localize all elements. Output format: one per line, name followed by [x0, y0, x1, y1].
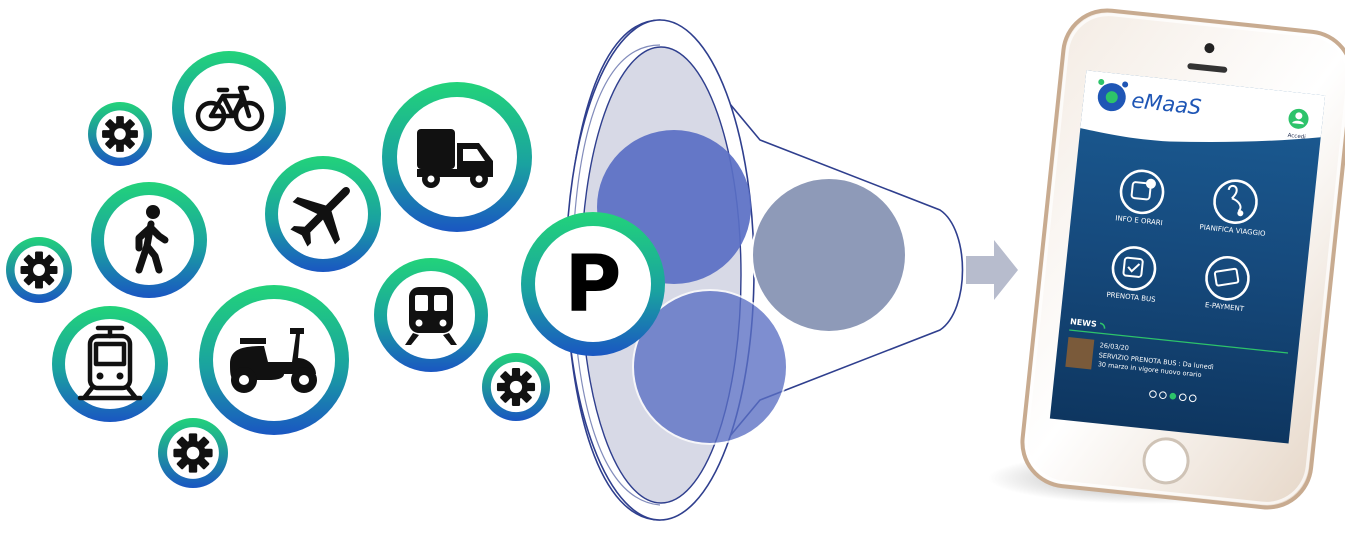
bus-clock-icon: [1130, 181, 1152, 201]
rss-icon: [1099, 322, 1106, 329]
account-button[interactable]: Accedi: [1286, 108, 1309, 141]
truck-icon: [382, 82, 532, 232]
gear-icon: [6, 237, 72, 303]
train-icon: [374, 258, 488, 372]
booking-bus-icon: [1122, 256, 1144, 278]
tram-icon: [52, 306, 168, 422]
route-icon: [1227, 184, 1242, 212]
parking-icon: P: [521, 212, 665, 356]
smartphone: eMaaS Accedi INFO E ORARI PIANIFICA VIAG…: [1020, 8, 1345, 510]
card-payment-icon: [1213, 267, 1240, 287]
speaker-grille: [1187, 63, 1228, 73]
walking-person-icon: [91, 182, 207, 298]
airplane-icon: [265, 156, 381, 272]
arrow-right-icon: [966, 240, 1018, 300]
app-header: [1080, 70, 1326, 142]
home-button[interactable]: [1142, 437, 1190, 485]
news-title: NEWS: [1070, 317, 1098, 329]
camera-icon: [1204, 43, 1215, 54]
funnel-circle: [632, 289, 788, 445]
news-date: 26/03/20: [1099, 341, 1129, 352]
bicycle-icon: [172, 51, 286, 165]
account-label: Accedi: [1287, 133, 1306, 141]
scooter-icon: [199, 285, 349, 435]
carousel-dots[interactable]: [1149, 390, 1197, 403]
gear-icon: [88, 102, 152, 166]
parking-letter: P: [564, 240, 621, 330]
news-section: NEWS: [1069, 317, 1289, 354]
funnel-circle: [751, 177, 907, 333]
gear-icon: [158, 418, 228, 488]
news-thumbnail: [1065, 336, 1095, 370]
gear-icon: [482, 353, 550, 421]
